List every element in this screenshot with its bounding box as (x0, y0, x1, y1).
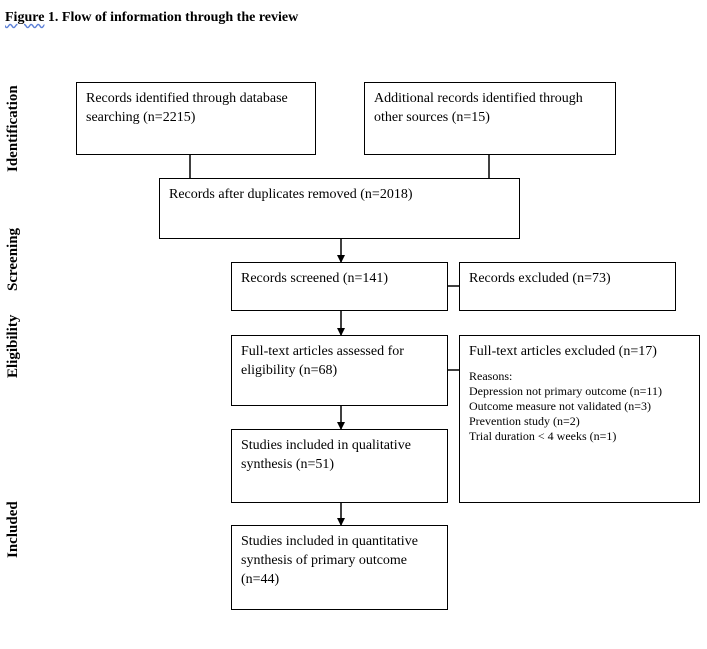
reason-item: Trial duration < 4 weeks (n=1) (469, 429, 617, 443)
reason-item: Outcome measure not validated (n=3) (469, 399, 652, 413)
box-qualitative-synthesis: Studies included in qualitative synthesi… (231, 429, 448, 503)
box-fulltext-excluded: Full-text articles excluded (n=17) Reaso… (459, 335, 700, 503)
box-duplicates-removed: Records after duplicates removed (n=2018… (159, 178, 520, 239)
figure-title-prefix: Figure (5, 10, 45, 25)
figure-title: Figure 1. Flow of information through th… (5, 10, 298, 26)
reason-item: Prevention study (n=2) (469, 414, 580, 428)
box-fulltext-assessed: Full-text articles assessed for eligibil… (231, 335, 448, 406)
box-other-sources: Additional records identified through ot… (364, 82, 616, 155)
reason-item: Depression not primary outcome (n=11) (469, 384, 662, 398)
figure-title-rest: 1. Flow of information through the revie… (44, 10, 299, 25)
box-records-screened: Records screened (n=141) (231, 262, 448, 311)
box-records-excluded: Records excluded (n=73) (459, 262, 676, 311)
fulltext-excluded-label: Full-text articles excluded (n=17) (469, 344, 657, 359)
box-quantitative-synthesis: Studies included in quantitative synthes… (231, 525, 448, 610)
exclusion-reasons: Reasons: Depression not primary outcome … (469, 369, 690, 444)
box-database-records: Records identified through database sear… (76, 82, 316, 155)
reasons-heading: Reasons: (469, 369, 513, 383)
